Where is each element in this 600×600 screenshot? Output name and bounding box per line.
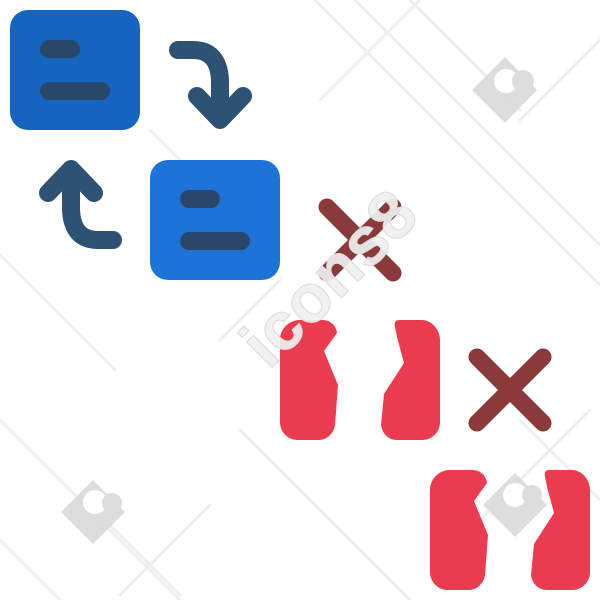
watermark-logo-bottom-left [61, 480, 125, 544]
x-icon [468, 348, 552, 432]
broken-piece-icon [280, 320, 440, 440]
watermark-logo-top-right [472, 57, 537, 123]
middle-card-icon [150, 160, 280, 280]
arrow-curve-up-icon [39, 160, 122, 249]
x-icon [318, 198, 402, 282]
top-card-icon [10, 10, 140, 130]
watermark-logo-bottom-right [483, 473, 547, 537]
arrow-curve-down-icon [169, 41, 252, 129]
broken-piece-icon [430, 470, 590, 590]
